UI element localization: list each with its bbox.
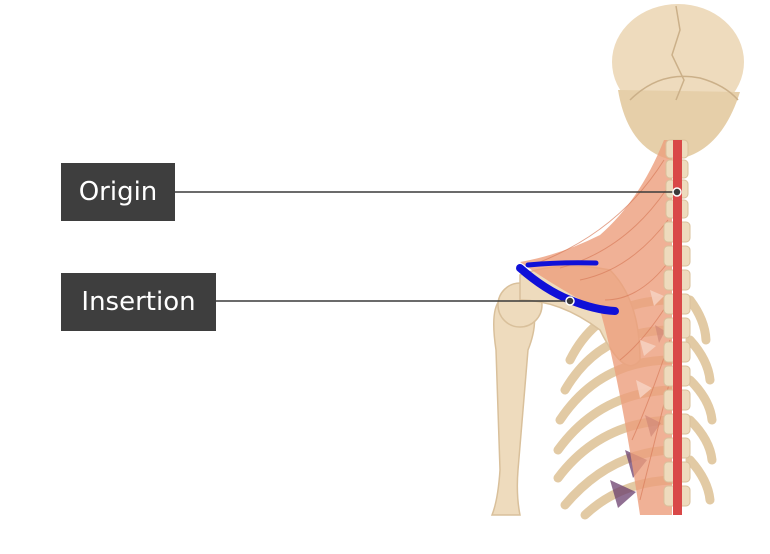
origin-marker [673, 140, 682, 515]
origin-pointer [672, 187, 682, 197]
origin-label-text: Origin [78, 177, 158, 207]
humerus [490, 282, 543, 516]
origin-label: Origin [61, 163, 175, 221]
muscle-sheet [520, 140, 672, 515]
insertion-pointer [565, 296, 575, 306]
insertion-label-text: Insertion [81, 287, 196, 317]
skull [612, 4, 744, 160]
insertion-label: Insertion [61, 273, 216, 331]
